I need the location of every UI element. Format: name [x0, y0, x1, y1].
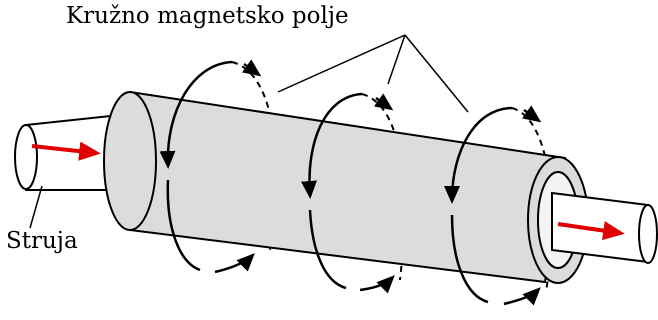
current-leader-line	[29, 185, 43, 229]
field-loops-front	[159, 59, 542, 306]
field-loop-2	[301, 92, 395, 294]
field-loop-3	[444, 106, 541, 306]
field-loop-1	[159, 60, 255, 274]
current-arrow-right	[557, 221, 625, 241]
current-label: Struja	[6, 228, 78, 254]
left-rod-end	[14, 124, 38, 190]
sleeve	[103, 90, 589, 284]
current-arrow-left	[31, 141, 101, 161]
label-leader-lines	[277, 34, 469, 113]
field-label: Kružno magnetsko polje	[66, 3, 349, 29]
right-rod-end	[638, 204, 658, 264]
sleeve-left-end	[103, 91, 157, 231]
left-rod	[14, 113, 121, 191]
right-rod	[551, 191, 658, 264]
